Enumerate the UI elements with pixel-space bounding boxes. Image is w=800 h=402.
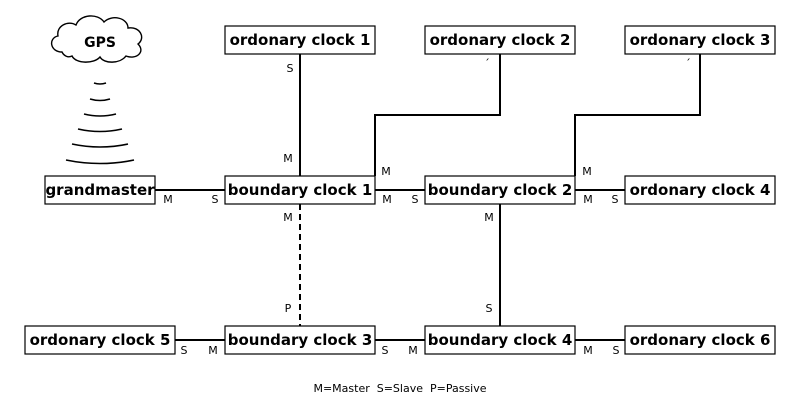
node-box [624,325,776,355]
node-oc5: ordonary clock 5 [24,325,176,355]
node-oc4: ordonary clock 4 [624,175,776,205]
node-oc6: ordonary clock 6 [624,325,776,355]
signal-wave [89,98,111,102]
node-box [44,175,156,205]
port-label: ´ [685,57,691,70]
node-oc2: ordonary clock 2 [424,25,576,55]
link-oc2-bc1 [374,54,501,176]
node-box [224,25,376,55]
node-bc1: boundary clock 1 [224,175,376,205]
port-label: P [285,302,292,315]
port-label: M [583,193,593,206]
signal-wave [71,143,129,148]
node-oc1: ordonary clock 1 [224,25,376,55]
gps-signal-waves [65,82,135,165]
signal-wave [83,113,117,117]
node-label: boundary clock 3 [228,331,373,349]
node-box [224,175,376,205]
port-label: S [613,344,620,357]
port-label: M [382,193,392,206]
signal-wave [93,82,107,85]
node-grandmaster: grandmaster [44,175,156,205]
ports-layer: M S M S M S S M S M M S S M ´ M ´ M M P M S [163,57,691,357]
node-bc3: boundary clock 3 [224,325,376,355]
legend: M=Master S=Slave P=Passive [313,382,486,395]
node-box [24,325,176,355]
node-label: ordonary clock 4 [630,181,771,199]
port-label: M [208,344,218,357]
port-label: S [612,193,619,206]
node-label: ordonary clock 1 [230,31,371,49]
cloud-icon [51,15,143,63]
signal-wave [77,128,123,133]
node-box [424,325,576,355]
signal-wave [65,159,135,165]
gps-cloud: GPS [51,15,143,63]
port-label: M [163,193,173,206]
node-oc3: ordonary clock 3 [624,25,776,55]
node-box [224,325,376,355]
port-label: S [212,193,219,206]
port-label: S [287,62,294,75]
port-label: M [283,211,293,224]
port-label: S [181,344,188,357]
port-label: M [283,152,293,165]
node-bc4: boundary clock 4 [424,325,576,355]
node-label: grandmaster [45,181,155,199]
gps-label: GPS [84,35,116,51]
port-label: M [381,165,391,178]
node-box [624,25,776,55]
node-label: ordonary clock 2 [430,31,571,49]
node-box [424,175,576,205]
port-label: ´ [484,57,490,70]
node-label: boundary clock 4 [428,331,573,349]
port-label: S [486,302,493,315]
port-label: S [412,193,419,206]
node-label: boundary clock 2 [428,181,573,199]
node-label: boundary clock 1 [228,181,373,199]
node-box [424,25,576,55]
links-layer [155,54,701,341]
port-label: S [382,344,389,357]
link-oc3-bc2 [574,54,701,176]
port-label: M [408,344,418,357]
port-label: M [582,165,592,178]
node-label: ordonary clock 5 [30,331,171,349]
node-label: ordonary clock 3 [630,31,771,49]
port-label: M [484,211,494,224]
port-label: M [583,344,593,357]
nodes-layer: grandmaster boundary clock 1 boundary cloc… [24,25,776,355]
node-label: ordonary clock 6 [630,331,771,349]
node-bc2: boundary clock 2 [424,175,576,205]
node-box [624,175,776,205]
